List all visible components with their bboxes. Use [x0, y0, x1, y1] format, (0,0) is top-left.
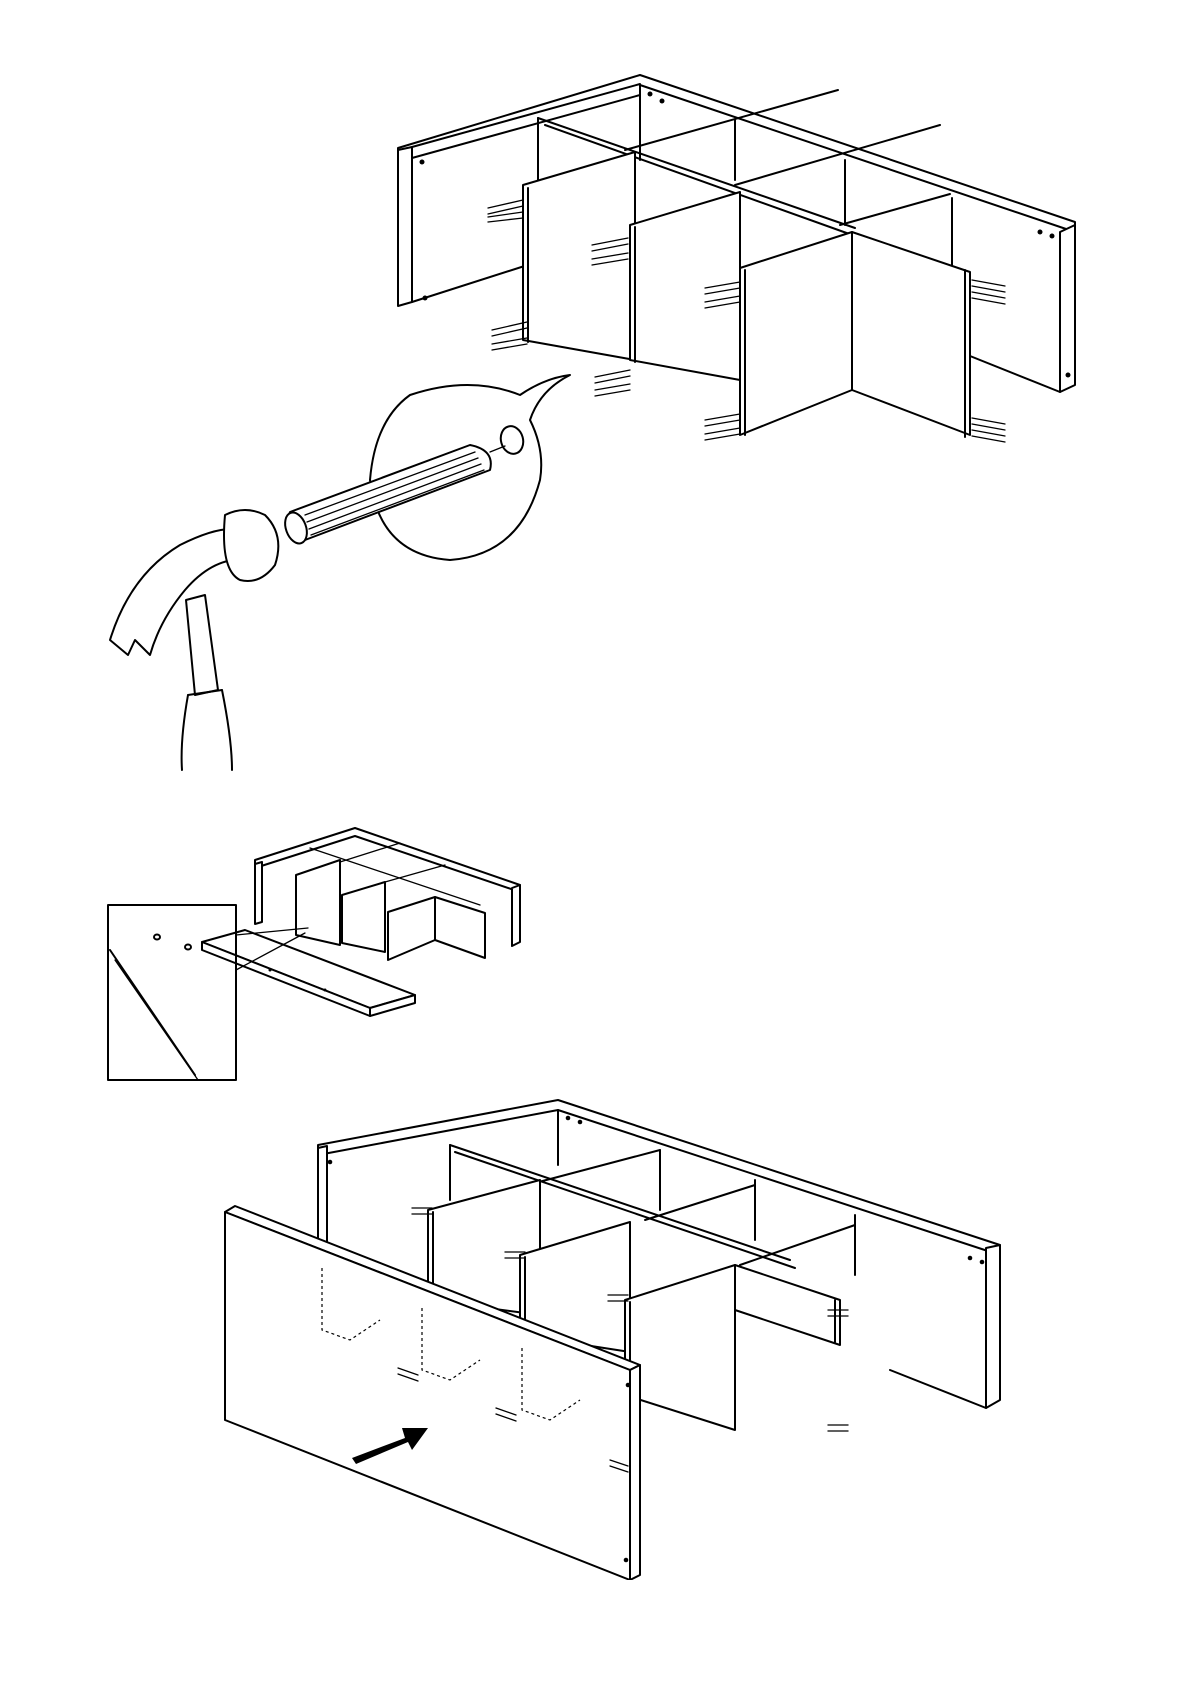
frame-overview — [255, 828, 520, 960]
step-attach-panel — [200, 1090, 1040, 1580]
dowel-icon — [281, 445, 491, 546]
step-position-panel — [100, 820, 530, 1090]
step-insert-dowels — [0, 0, 1191, 800]
hole-detail — [108, 905, 308, 1080]
hammer-icon — [110, 510, 278, 770]
shelf-frame — [398, 75, 1075, 437]
